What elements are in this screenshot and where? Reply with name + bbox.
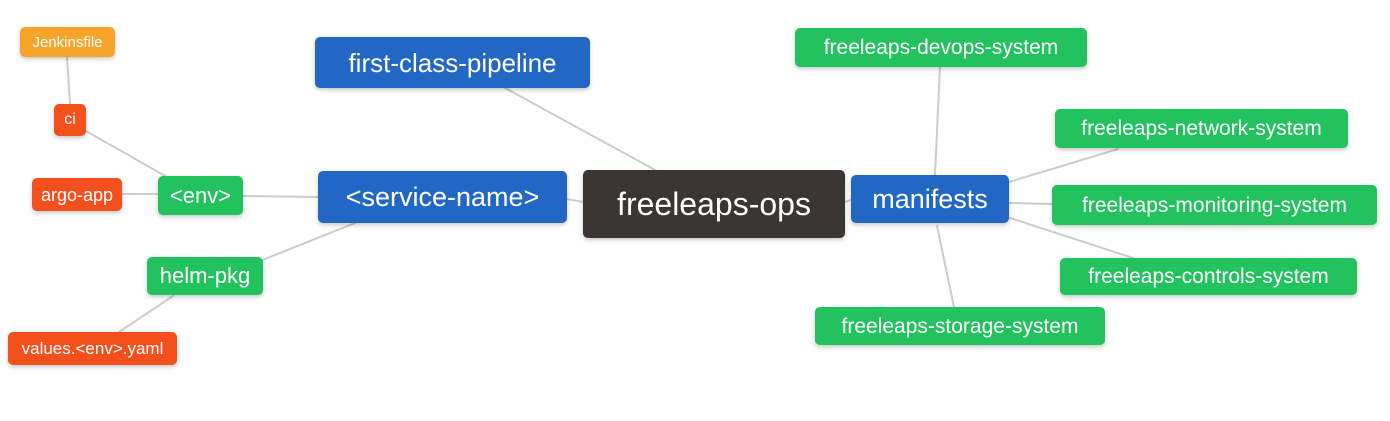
node-service-name[interactable]: <service-name>	[318, 171, 567, 223]
node-values-env-yaml[interactable]: values.<env>.yaml	[8, 332, 177, 365]
edge-env-ci	[85, 130, 168, 178]
edge-service-name-helm-pkg	[259, 222, 356, 262]
edge-manifests-devops	[934, 66, 941, 176]
edge-ops-first-class-pipeline	[504, 87, 658, 172]
node-freeleaps-devops-system[interactable]: freeleaps-devops-system	[795, 28, 1087, 67]
node-freeleaps-ops-root[interactable]: freeleaps-ops	[583, 170, 845, 238]
edge-helm-pkg-values	[118, 295, 174, 333]
node-freeleaps-network-system[interactable]: freeleaps-network-system	[1055, 109, 1348, 148]
edge-ops-service-name	[566, 198, 584, 203]
edge-manifests-storage	[936, 225, 955, 308]
edge-ci-jenkinsfile	[66, 56, 71, 105]
edge-ops-manifests	[844, 199, 852, 203]
node-ci[interactable]: ci	[54, 104, 86, 136]
edge-manifests-controls	[1009, 217, 1134, 259]
node-freeleaps-storage-system[interactable]: freeleaps-storage-system	[815, 307, 1105, 345]
node-first-class-pipeline[interactable]: first-class-pipeline	[315, 37, 590, 88]
node-env[interactable]: <env>	[158, 176, 243, 215]
node-freeleaps-controls-system[interactable]: freeleaps-controls-system	[1060, 258, 1357, 295]
node-manifests[interactable]: manifests	[851, 175, 1009, 223]
edge-service-name-env	[242, 195, 319, 198]
node-freeleaps-monitoring-system[interactable]: freeleaps-monitoring-system	[1052, 185, 1377, 225]
node-jenkinsfile[interactable]: Jenkinsfile	[20, 27, 115, 57]
edge-manifests-network	[1008, 148, 1119, 183]
node-helm-pkg[interactable]: helm-pkg	[147, 257, 263, 295]
edge-manifests-monitoring	[1008, 202, 1053, 205]
node-argo-app[interactable]: argo-app	[32, 178, 122, 211]
